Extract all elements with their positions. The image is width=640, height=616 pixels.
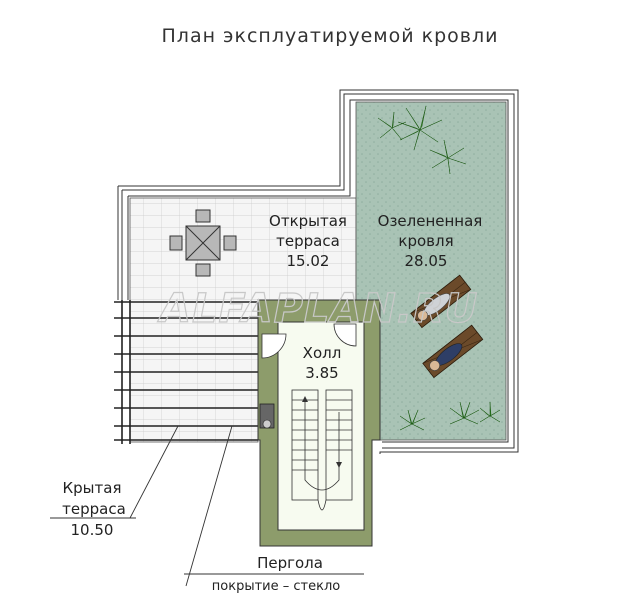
sun-lounger-icon: [410, 274, 484, 379]
covered-terrace-area: 10.50: [71, 521, 114, 539]
leader-lines: [129, 425, 233, 587]
roof-parapet: [117, 89, 519, 454]
pergola-note: покрытие – стекло: [212, 579, 340, 594]
open-terrace-area: 15.02: [287, 252, 330, 270]
covered-terrace-name-line2: терраса: [62, 500, 126, 518]
green-roof-name-line2: кровля: [398, 232, 453, 250]
watermark: ALFAPLAN.RU: [157, 286, 478, 332]
table-with-chairs-icon: [169, 209, 237, 277]
plan-title: План эксплуатируемой кровли: [162, 25, 499, 47]
hall-name: Холл: [303, 344, 342, 362]
green-roof-area-value: 28.05: [405, 252, 448, 270]
stair-tower: [257, 299, 381, 547]
plant-icon: [377, 105, 467, 175]
open-terrace-name-line1: Открытая: [269, 212, 347, 230]
covered-terrace-name-line1: Крытая: [63, 479, 122, 497]
pergola-label: Пергола: [257, 554, 323, 572]
open-terrace-name-line2: терраса: [276, 232, 340, 250]
pergola-beams: [114, 300, 258, 444]
green-roof-area: [355, 101, 507, 441]
green-roof-name-line1: Озелененная: [378, 212, 483, 230]
hall-area: 3.85: [305, 364, 338, 382]
shrub-icon: [399, 401, 501, 431]
open-terrace-floor: [129, 197, 357, 303]
